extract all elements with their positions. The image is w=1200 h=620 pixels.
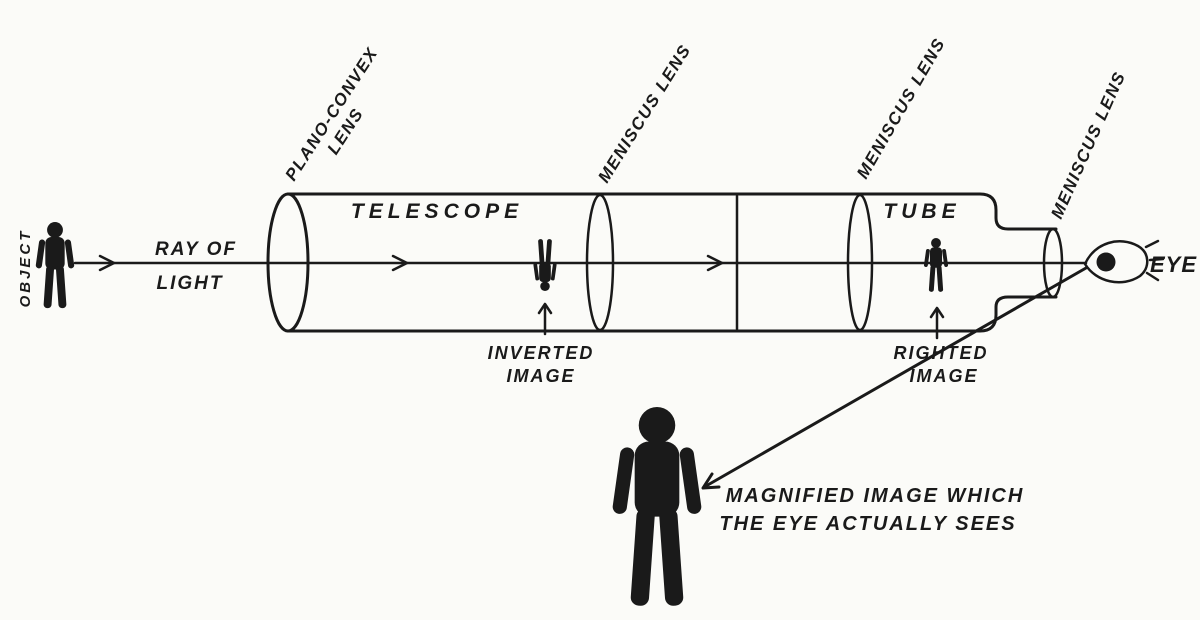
ray-arrowhead-1 — [98, 254, 116, 272]
inverted-image-arrow — [537, 302, 553, 336]
label-ray-of-light-line1: RAY OF — [155, 239, 237, 260]
plano-convex-lens-shape — [266, 192, 310, 333]
label-magnified-line1: MAGNIFIED IMAGE WHICH — [726, 485, 1025, 507]
telescope-tube-bottom-outline — [286, 295, 1058, 333]
eyepiece-meniscus-lens-shape — [1042, 227, 1064, 299]
ray-arrowhead-3 — [706, 254, 724, 272]
label-object: OBJECT — [17, 229, 34, 308]
label-meniscus-lens-1: MENISCUS LENS — [594, 41, 695, 186]
eye-lashes — [1144, 239, 1165, 282]
label-eye: EYE — [1150, 252, 1197, 277]
eye-iris — [1096, 252, 1116, 272]
label-righted-image-line2: IMAGE — [909, 366, 978, 386]
eye-drawing — [1083, 239, 1165, 284]
eye-outline — [1083, 240, 1149, 284]
ray-arrowhead-2 — [391, 254, 409, 272]
label-meniscus-lens-2: MENISCUS LENS — [853, 35, 949, 182]
magnified-image-figure — [611, 407, 703, 607]
sight-line-arrowhead — [701, 472, 721, 490]
label-righted-image-line1: RIGHTED — [894, 343, 989, 363]
object-figure — [35, 222, 75, 309]
telescope-tube-top-outline — [286, 192, 1058, 231]
label-telescope: TELESCOPE — [351, 200, 523, 223]
label-inverted-image-line1: INVERTED — [488, 343, 595, 363]
label-inverted-image-line2: IMAGE — [506, 366, 575, 386]
sight-line — [704, 266, 1088, 488]
label-meniscus-lens-2-text: MENISCUS LENS — [853, 35, 949, 182]
label-ray-of-light-line2: LIGHT — [157, 273, 224, 294]
righted-image-arrow — [929, 306, 945, 340]
label-meniscus-lens-1-text: MENISCUS LENS — [594, 41, 695, 186]
label-magnified-line2: THE EYE ACTUALLY SEES — [719, 513, 1016, 535]
meniscus-lens-2-shape — [846, 193, 874, 332]
label-meniscus-lens-3: MENISCUS LENS — [1047, 68, 1129, 221]
label-plano-convex-lens: PLANO-CONVEX LENS — [281, 44, 381, 184]
meniscus-lens-1-shape — [585, 193, 615, 332]
label-meniscus-lens-3-text: MENISCUS LENS — [1047, 68, 1129, 221]
label-tube: TUBE — [883, 200, 960, 223]
label-plano-convex-line1: PLANO-CONVEX — [281, 44, 381, 184]
inverted-image-figure — [533, 238, 557, 291]
righted-image-figure — [923, 238, 949, 292]
